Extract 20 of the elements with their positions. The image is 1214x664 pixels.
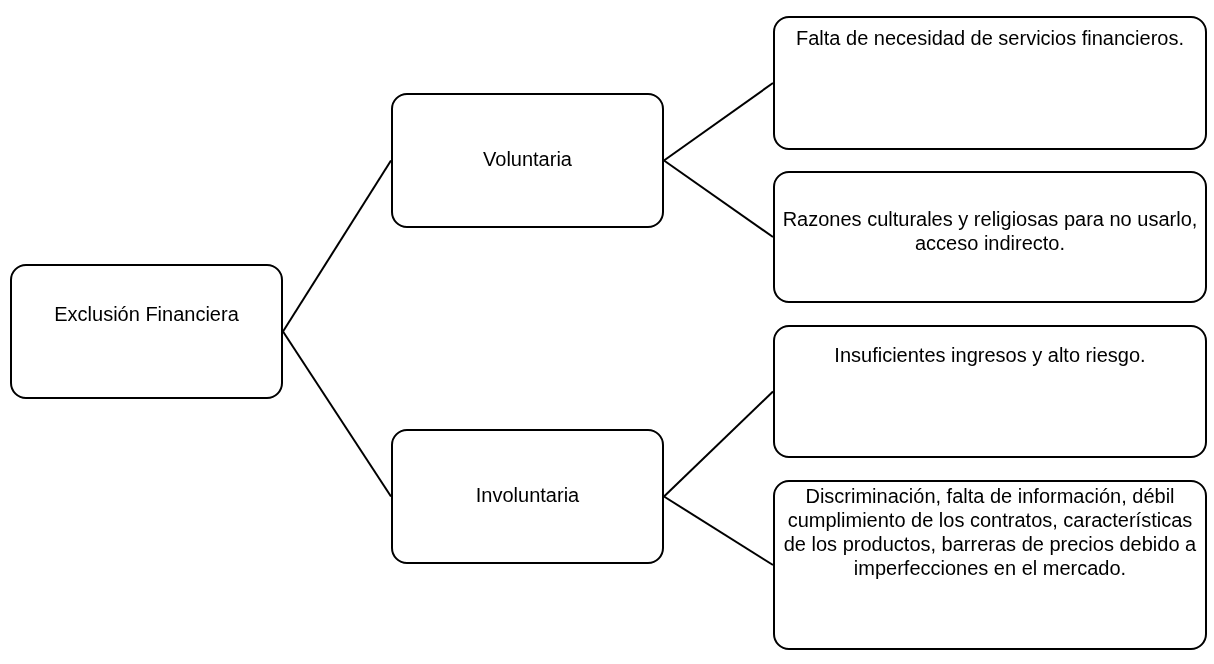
connector-line <box>663 495 774 566</box>
text-box <box>391 429 664 564</box>
text-box <box>773 16 1207 150</box>
connector-line <box>663 82 774 162</box>
box-label: Discriminación, falta de información, débil cumplimiento de los contratos, características de los productos, barreras de precios debido a imperfecciones en el mercado. <box>782 484 1198 580</box>
box-label: Razones culturales y religiosas para no usarlo, acceso indirecto. <box>781 207 1199 255</box>
box-label: Voluntaria <box>482 147 573 171</box>
connector-line <box>282 330 392 498</box>
box-label: Insuficientes ingresos y alto riesgo. <box>833 343 1147 367</box>
box-label: Involuntaria <box>474 483 581 507</box>
text-box <box>10 264 283 399</box>
box-label: Falta de necesidad de servicios financieros. <box>795 26 1185 50</box>
box-label: Exclusión Financiera <box>53 302 240 326</box>
text-box <box>773 171 1207 303</box>
text-box <box>773 480 1207 650</box>
connector-line <box>663 159 774 238</box>
connector-line <box>282 159 392 333</box>
text-box <box>391 93 664 228</box>
text-box <box>773 325 1207 458</box>
connector-line <box>663 390 774 498</box>
